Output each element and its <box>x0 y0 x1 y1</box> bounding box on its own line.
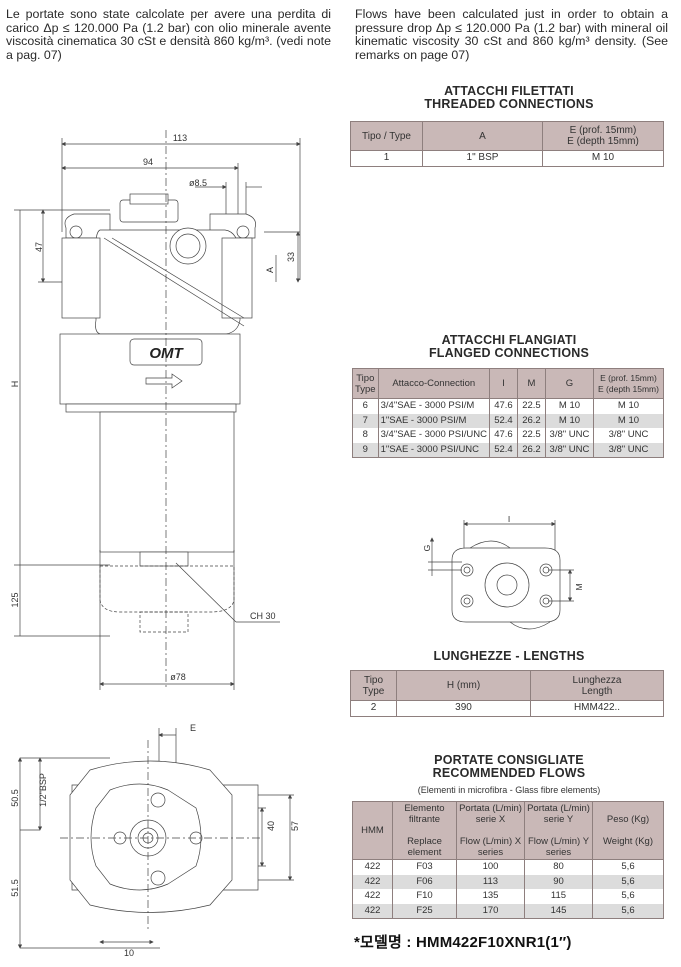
flow-arrow-icon <box>145 373 183 389</box>
svg-text:94: 94 <box>143 157 153 167</box>
svg-text:CH 30: CH 30 <box>250 611 276 621</box>
svg-text:113: 113 <box>173 133 187 143</box>
svg-text:50.5: 50.5 <box>10 789 20 807</box>
flows-title-it: PORTATE CONSIGLIATE <box>434 753 584 767</box>
side-view: OMT <box>14 130 301 690</box>
model-name: *모델명 : HMM422F10XNR1(1″) <box>354 934 572 951</box>
omt-logo: OMT <box>149 345 184 362</box>
svg-text:G: G <box>422 545 432 552</box>
flanged-title-en: FLANGED CONNECTIONS <box>428 346 590 360</box>
svg-text:I: I <box>508 514 510 524</box>
svg-text:M: M <box>574 583 584 590</box>
svg-text:33: 33 <box>286 252 296 262</box>
threaded-header-e: E (prof. 15mm)E (depth 15mm) <box>542 121 664 151</box>
svg-text:A: A <box>265 267 275 273</box>
svg-text:E: E <box>190 723 196 733</box>
threaded-header-a: A <box>422 121 543 151</box>
flanged-title-it: ATTACCHI FLANGIATI <box>441 333 577 347</box>
svg-text:125: 125 <box>10 592 20 607</box>
svg-text:57: 57 <box>290 821 300 831</box>
intro-english: Flows have been calculated just in order… <box>355 7 668 62</box>
lengths-title: LUNGHEZZE - LENGTHS <box>433 649 585 663</box>
svg-text:40: 40 <box>266 821 276 831</box>
svg-text:51.5: 51.5 <box>10 879 20 897</box>
flange-diagram <box>428 520 574 630</box>
svg-text:47: 47 <box>34 242 44 252</box>
flows-subtitle: (Elementi in microfibra - Glass fibre el… <box>417 785 601 795</box>
svg-text:H: H <box>10 381 20 388</box>
threaded-title-en: THREADED CONNECTIONS <box>424 97 594 111</box>
table-row: 1 1" BSP M 10 <box>350 150 664 167</box>
threaded-title-it: ATTACCHI FILETTATI <box>444 84 574 98</box>
svg-text:ø8.5: ø8.5 <box>189 178 207 188</box>
threaded-table: Tipo / Type A E (prof. 15mm)E (depth 15m… <box>350 121 664 167</box>
svg-text:10: 10 <box>124 948 134 958</box>
top-view <box>17 728 294 949</box>
intro-italian: Le portate sono state calcolate per aver… <box>6 7 331 62</box>
threaded-header-type: Tipo / Type <box>350 121 423 151</box>
flows-title-en: RECOMMENDED FLOWS <box>432 766 586 780</box>
svg-text:1/2"BSP: 1/2"BSP <box>38 773 48 807</box>
svg-text:ø78: ø78 <box>170 672 186 682</box>
